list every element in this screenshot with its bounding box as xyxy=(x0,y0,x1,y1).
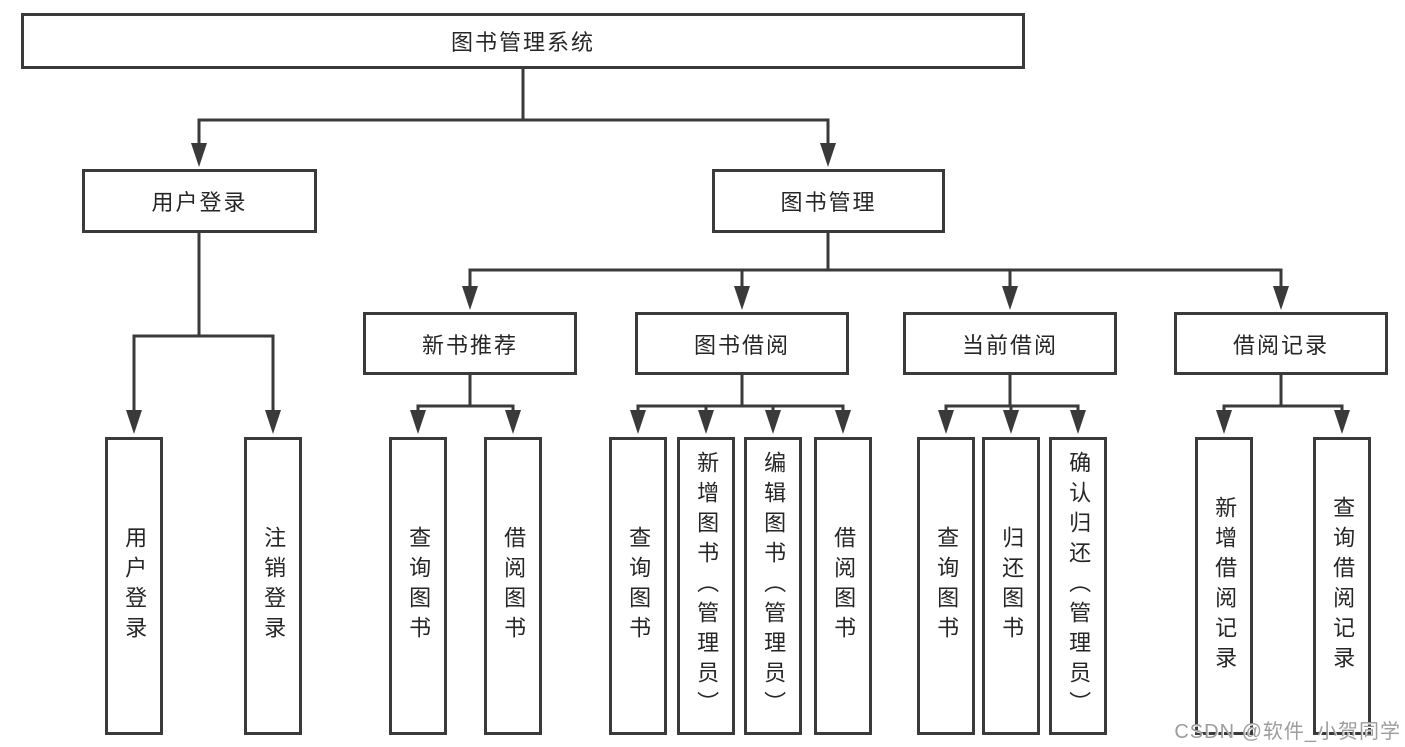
leaf-user-login-label: 用户登录 xyxy=(122,526,148,646)
leaf-user-login: 用户登录 xyxy=(105,437,163,735)
node-user-login-label: 用户登录 xyxy=(151,190,248,215)
leaf-records-query-record: 查询借阅记录 xyxy=(1313,437,1371,735)
node-new-book-recommendation: 新书推荐 xyxy=(363,312,577,375)
node-borrowing-records: 借阅记录 xyxy=(1174,312,1388,375)
leaf-current-confirm-return-admin: 确认归还（管理员） xyxy=(1049,437,1107,735)
leaf-logout-label: 注销登录 xyxy=(261,526,287,646)
leaf-recommend-borrow-books-label: 借阅图书 xyxy=(501,526,527,646)
node-book-management: 图书管理 xyxy=(712,169,945,233)
leaf-records-query-record-label: 查询借阅记录 xyxy=(1330,496,1356,676)
leaf-current-query-books: 查询图书 xyxy=(917,437,975,735)
node-book-borrowing: 图书借阅 xyxy=(635,312,849,375)
leaf-borrow-add-books-admin: 新增图书（管理员） xyxy=(677,437,735,735)
node-book-borrowing-label: 图书借阅 xyxy=(693,332,790,358)
leaf-recommend-query-books: 查询图书 xyxy=(389,437,447,735)
leaf-current-return-books: 归还图书 xyxy=(982,437,1040,735)
node-root: 图书管理系统 xyxy=(21,13,1025,69)
node-borrowing-records-label: 借阅记录 xyxy=(1232,332,1329,358)
node-book-management-label: 图书管理 xyxy=(780,190,877,215)
leaf-records-add-record-label: 新增借阅记录 xyxy=(1212,496,1238,676)
leaf-current-query-books-label: 查询图书 xyxy=(934,526,960,646)
node-current-borrowing: 当前借阅 xyxy=(903,312,1117,375)
leaf-borrow-edit-books-admin-label: 编辑图书（管理员） xyxy=(761,451,787,721)
node-new-book-recommendation-label: 新书推荐 xyxy=(421,332,518,358)
node-user-login: 用户登录 xyxy=(82,169,317,233)
watermark: CSDN @软件_小贺同学 xyxy=(1174,721,1401,743)
leaf-borrow-borrow-books-label: 借阅图书 xyxy=(831,526,857,646)
leaf-records-add-record: 新增借阅记录 xyxy=(1195,437,1253,735)
leaf-borrow-query-books: 查询图书 xyxy=(609,437,667,735)
leaf-recommend-query-books-label: 查询图书 xyxy=(406,526,432,646)
leaf-current-confirm-return-admin-label: 确认归还（管理员） xyxy=(1066,451,1092,721)
leaf-borrow-query-books-label: 查询图书 xyxy=(626,526,652,646)
leaf-logout: 注销登录 xyxy=(244,437,302,735)
leaf-borrow-borrow-books: 借阅图书 xyxy=(814,437,872,735)
leaf-borrow-edit-books-admin: 编辑图书（管理员） xyxy=(744,437,802,735)
node-current-borrowing-label: 当前借阅 xyxy=(961,332,1058,358)
leaf-borrow-add-books-admin-label: 新增图书（管理员） xyxy=(694,451,720,721)
node-root-label: 图书管理系统 xyxy=(450,30,595,55)
leaf-recommend-borrow-books: 借阅图书 xyxy=(484,437,542,735)
leaf-current-return-books-label: 归还图书 xyxy=(999,526,1025,646)
